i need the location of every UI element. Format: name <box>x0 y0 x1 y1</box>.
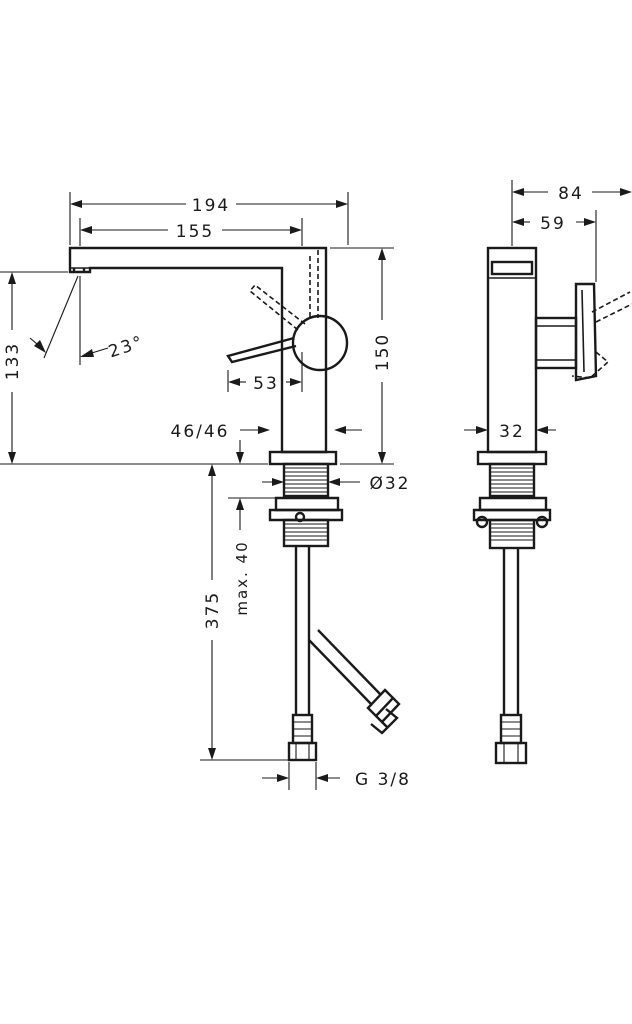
dim-overall-length: 194 <box>192 196 230 216</box>
hose-nut <box>287 741 318 762</box>
dim-side-depth: 84 <box>558 184 584 204</box>
dim-max-countertop: max. 40 <box>233 540 251 615</box>
dim-shank-diameter: Ø32 <box>369 474 410 494</box>
supply-hose-vertical <box>294 546 311 715</box>
base-flange <box>268 450 338 466</box>
lower-thread <box>282 518 330 548</box>
dim-thread-connection: G 3/8 <box>355 770 411 790</box>
front-view <box>68 246 401 762</box>
lever-handle-alt <box>248 283 306 331</box>
dim-spout-height: 133 <box>3 342 23 380</box>
side-lever <box>574 282 598 382</box>
dim-lever-length: 53 <box>253 374 279 394</box>
dim-side-handle-offset: 59 <box>540 214 566 234</box>
lever-handle <box>226 336 297 364</box>
dim-hole-size: 46/46 <box>171 422 230 442</box>
dim-side-body-width: 32 <box>499 422 525 442</box>
side-view <box>472 246 632 765</box>
dim-lever-angle: 23° <box>106 332 147 362</box>
front-dimensions: 194 155 133 23° 53 <box>0 192 411 790</box>
dim-body-height: 150 <box>373 333 393 371</box>
supply-hose-angled <box>308 629 382 706</box>
side-dimensions: 84 59 32 <box>464 180 632 442</box>
dim-spout-reach: 155 <box>176 222 214 242</box>
dim-hose-length: 375 <box>203 591 223 629</box>
lever-hub <box>291 314 349 372</box>
